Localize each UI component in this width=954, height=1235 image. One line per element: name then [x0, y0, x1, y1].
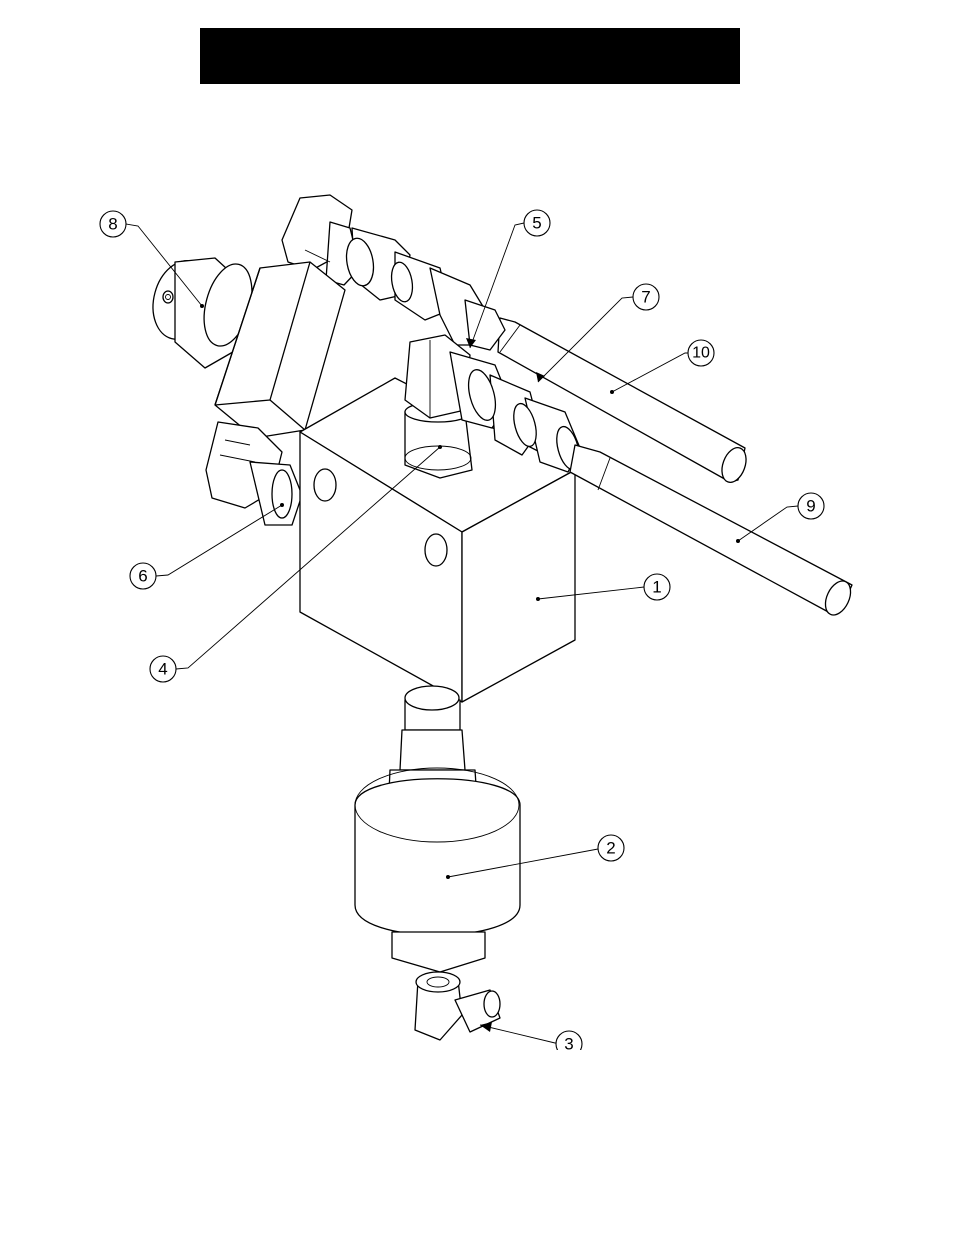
part-2-cylinder — [355, 686, 520, 972]
svg-text:5: 5 — [532, 214, 541, 233]
callout-9: 9 — [798, 493, 824, 519]
svg-text:6: 6 — [138, 567, 147, 586]
part-6-swivel — [206, 422, 302, 525]
callout-10: 10 — [688, 340, 714, 366]
callout-2: 2 — [598, 835, 624, 861]
callout-6: 6 — [130, 563, 156, 589]
callout-1: 1 — [644, 574, 670, 600]
svg-text:8: 8 — [108, 215, 117, 234]
callout-4: 4 — [150, 656, 176, 682]
svg-text:4: 4 — [158, 660, 167, 679]
svg-text:10: 10 — [692, 345, 710, 362]
callout-5: 5 — [524, 210, 550, 236]
callout-3: 3 — [556, 1031, 582, 1057]
svg-text:9: 9 — [806, 497, 815, 516]
svg-text:7: 7 — [641, 288, 650, 307]
svg-text:3: 3 — [564, 1035, 573, 1054]
callout-7: 7 — [633, 284, 659, 310]
svg-text:1: 1 — [652, 578, 661, 597]
callout-8: 8 — [100, 211, 126, 237]
svg-text:2: 2 — [606, 839, 615, 858]
